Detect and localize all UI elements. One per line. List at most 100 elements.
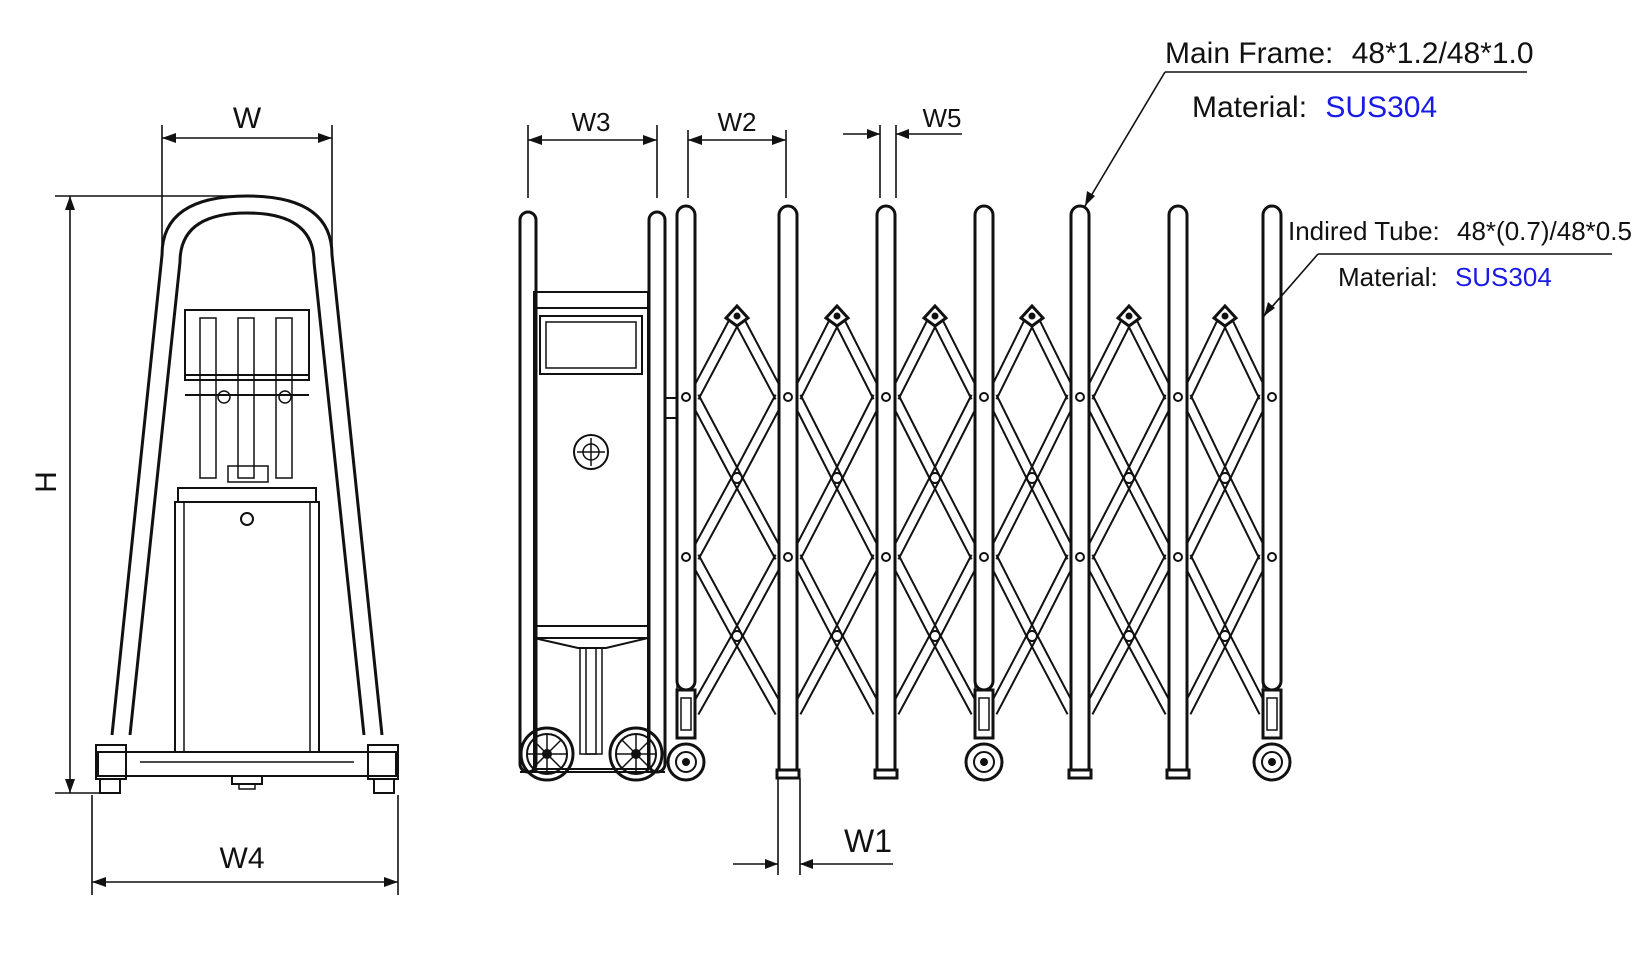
side-view-upper-box — [184, 309, 310, 381]
lattice-pivot — [929, 472, 941, 484]
lattice-bar — [831, 479, 875, 560]
lattice-hinge-pin — [931, 312, 939, 320]
cabinet-right-post — [647, 210, 667, 774]
post-joint — [881, 552, 891, 562]
lattice-bar — [1219, 554, 1261, 635]
cabinet-left-wheel — [519, 726, 575, 782]
lattice-bar — [688, 398, 734, 481]
lattice-pivot — [1219, 472, 1231, 484]
lattice-bar — [740, 633, 786, 711]
lattice-bar — [1189, 394, 1231, 477]
lattice-bar — [1123, 637, 1167, 715]
dimension-w-label: W — [233, 102, 262, 135]
post-joint — [979, 552, 989, 562]
lattice-bar — [1189, 479, 1231, 560]
lattice-bar — [1189, 317, 1231, 400]
indired-tube-callout: Indired Tube: 48*(0.7)/48*0.5 Material: … — [1263, 216, 1632, 317]
svg-text:Indired Tube: 48*(0.7)/4: Indired Tube: 48*(0.7)/48*0.5 — [1288, 216, 1632, 246]
lattice-bar — [831, 394, 875, 477]
lattice-hinge-pin — [833, 312, 841, 320]
lattice-bar — [929, 394, 973, 477]
lattice-hinge-pin — [1221, 312, 1229, 320]
lattice-pivot — [1123, 472, 1135, 484]
cabinet-body — [533, 291, 649, 770]
lattice-bar — [1219, 479, 1261, 560]
cabinet-right-wheel — [608, 726, 664, 782]
lattice-bar — [731, 317, 777, 400]
dimension-w1-label: W1 — [844, 823, 892, 859]
lattice-bar — [1091, 317, 1135, 400]
dimension-w5: W5 — [843, 103, 962, 198]
lattice-bar — [731, 637, 777, 715]
lattice-hinge-pin — [1028, 312, 1036, 320]
post-foot — [775, 768, 801, 780]
gate-post — [1261, 204, 1283, 692]
post-joint — [1267, 552, 1277, 562]
post-foot — [1165, 768, 1191, 780]
post-joint — [1075, 552, 1085, 562]
lattice-bar — [897, 394, 941, 477]
gate-post — [1167, 204, 1189, 780]
dimension-w: W — [161, 102, 333, 255]
lattice-hinge-pin — [1125, 312, 1133, 320]
post-joint — [783, 392, 793, 402]
lattice-bar — [731, 394, 777, 477]
post-joint — [1267, 392, 1277, 402]
post-joint — [881, 392, 891, 402]
lattice-bar — [929, 554, 973, 635]
lattice-bar — [1091, 637, 1135, 715]
lattice-bar — [929, 637, 973, 715]
dimension-h-label: H — [30, 471, 63, 493]
side-view-base — [97, 751, 397, 777]
post-wheel-bracket — [1261, 688, 1283, 740]
lattice-bar — [929, 317, 973, 400]
dimension-h: H — [30, 195, 247, 794]
post-joint — [1173, 392, 1183, 402]
post-joint — [681, 552, 691, 562]
lattice-bar — [1189, 637, 1231, 715]
lattice-bar — [1026, 554, 1069, 635]
lattice-bar — [1123, 479, 1167, 560]
lattice-bar — [1026, 317, 1069, 400]
post-wheel-bracket — [675, 688, 697, 740]
dimension-w2: W2 — [687, 107, 787, 198]
dimension-w5-label: W5 — [923, 103, 962, 133]
lattice-bar — [1091, 554, 1135, 635]
side-view-inner-frame — [128, 211, 366, 736]
post-joint — [783, 552, 793, 562]
svg-text:Material: SUS304: Material: SUS304 — [1338, 262, 1552, 292]
lattice-bar — [688, 475, 734, 556]
gate-post — [973, 204, 995, 692]
lattice-bar — [799, 479, 843, 560]
lattice-bar — [897, 554, 941, 635]
lattice-bar — [1123, 554, 1167, 635]
lattice-bar — [697, 317, 743, 400]
lattice-pivot — [1026, 630, 1038, 642]
main-frame-label: Main Frame: — [1165, 37, 1333, 70]
dimension-w4: W4 — [91, 795, 399, 895]
main-frame-value: 48*1.2/48*1.0 — [1352, 37, 1534, 70]
dimension-w3: W3 — [527, 107, 658, 198]
post-joint — [1173, 552, 1183, 562]
lattice-bar — [799, 637, 843, 715]
lattice-bar — [740, 313, 786, 396]
svg-text:Main Frame: 48*1.2/48*1.: Main Frame: 48*1.2/48*1.0 — [1165, 37, 1534, 70]
side-view — [95, 194, 399, 794]
cabinet-display — [539, 315, 643, 375]
lattice-bar — [897, 479, 941, 560]
lattice-pivot — [1026, 472, 1038, 484]
cabinet-lock — [573, 434, 609, 470]
side-view-mid-plate — [177, 487, 317, 503]
indired-tube-material-label: Material: — [1338, 262, 1438, 292]
indired-tube-material-value: SUS304 — [1455, 262, 1552, 292]
dimension-w2-label: W2 — [718, 107, 757, 137]
lattice-bar — [897, 317, 941, 400]
post-foot — [1067, 768, 1093, 780]
lattice-pivot — [831, 472, 843, 484]
post-joint — [979, 392, 989, 402]
lattice-bar — [831, 317, 875, 400]
post-joint — [1075, 392, 1085, 402]
lattice-hinge-pin — [733, 312, 741, 320]
gate-post — [875, 204, 897, 780]
lattice-bar — [731, 554, 777, 635]
